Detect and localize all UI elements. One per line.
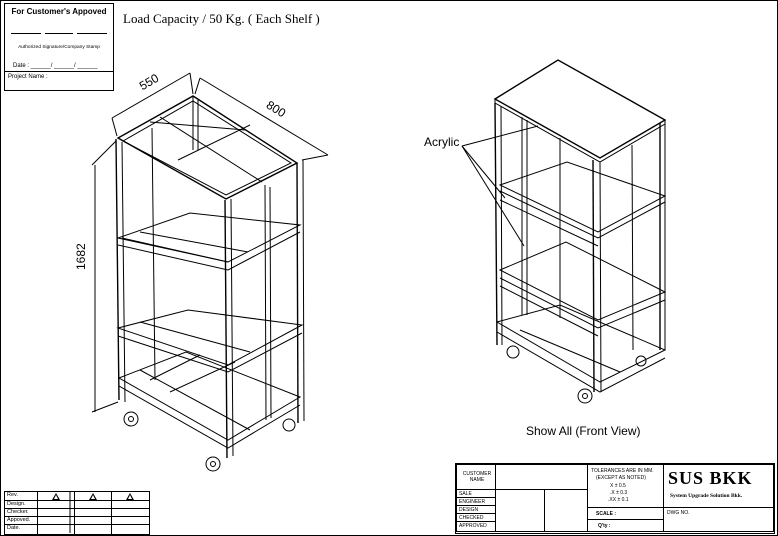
divider bbox=[37, 492, 38, 534]
company-tagline: System Upgrade Solution Bkk. bbox=[670, 493, 743, 499]
divider bbox=[111, 492, 112, 534]
revision-row: Appoved. bbox=[5, 516, 149, 525]
view-label: Show All (Front View) bbox=[526, 424, 641, 438]
approval-date: Date : ______/ ______/ ______ bbox=[13, 63, 98, 69]
isometric-rack-view bbox=[91, 72, 329, 472]
customer-approval-box: For Customer's Appoved Authorized Signat… bbox=[4, 3, 114, 91]
approved-cell: APPROVED bbox=[456, 521, 496, 532]
tolerance-cell: TOLERANCES ARE IN MM. (EXCEPT AS NOTED) … bbox=[587, 464, 664, 508]
authorized-signature-label: Authorized Signature/Company Stamp bbox=[18, 45, 100, 50]
revision-triangle-icon bbox=[52, 493, 60, 500]
acrylic-callout: Acrylic bbox=[424, 135, 460, 149]
customer-name-cell: CUSTOMER NAME bbox=[456, 464, 496, 490]
qty-cell: Q'ty : bbox=[587, 519, 664, 532]
company-cell: SUS BKK System Upgrade Solution Bkk. bbox=[663, 464, 774, 508]
revision-row: Date. bbox=[5, 524, 149, 533]
revision-triangle-icon bbox=[126, 493, 134, 500]
revision-triangle-icon bbox=[89, 493, 97, 500]
revision-row: Design. bbox=[5, 500, 149, 509]
company-logo-text: SUS BKK bbox=[668, 468, 753, 488]
revision-row: Rev. bbox=[7, 492, 18, 498]
title-block: CUSTOMER NAME SALE ENGINEER DESIGN CHECK… bbox=[455, 463, 775, 534]
height-dimension: 1682 bbox=[74, 243, 88, 270]
signature-line bbox=[45, 33, 73, 34]
drawing-number-cell: DWG NO. bbox=[663, 507, 774, 532]
signature-cells bbox=[495, 489, 545, 532]
date-cells bbox=[544, 489, 588, 532]
signature-line bbox=[77, 33, 107, 34]
divider bbox=[5, 71, 113, 72]
project-name-label: Project Name : bbox=[8, 74, 48, 80]
signature-line bbox=[11, 33, 41, 34]
approval-title: For Customer's Appoved bbox=[11, 7, 107, 16]
front-view-rack bbox=[461, 59, 667, 404]
customer-name-value bbox=[495, 464, 588, 490]
load-capacity-note: Load Capacity / 50 Kg. ( Each Shelf ) bbox=[123, 11, 320, 26]
revision-row: Checker. bbox=[5, 508, 149, 517]
divider bbox=[74, 492, 75, 534]
revision-table: Rev. Design. Checker. Appoved. Date. bbox=[4, 491, 150, 535]
